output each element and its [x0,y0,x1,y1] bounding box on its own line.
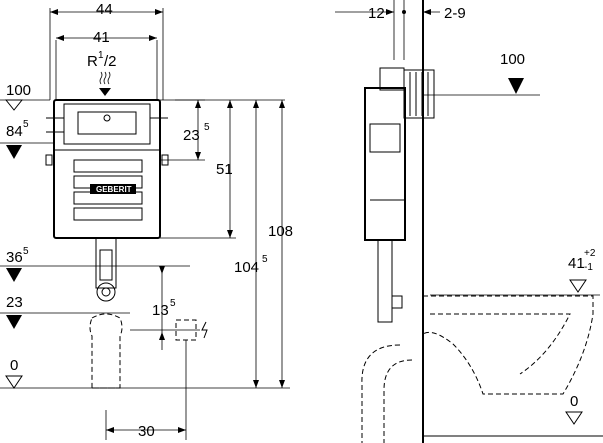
toilet-outline [422,295,594,395]
level-0-right: 0 [570,393,578,410]
connection-label: R [87,53,98,70]
water-supply-icon [99,71,111,85]
svg-text:+2: +2 [584,248,596,259]
svg-text:5: 5 [262,254,268,265]
level-100-left: 100 [6,82,31,99]
svg-text:5: 5 [23,119,29,130]
level-23: 23 [6,294,23,311]
dim-41-label: 41 [93,29,110,46]
svg-text:GEBERIT: GEBERIT [96,185,132,194]
dim-104-5: 104 [234,259,259,276]
dim-30: 30 [138,423,155,440]
svg-text:1: 1 [98,50,104,61]
side-view: 12 2-9 100 41 +2 -1 0 [335,0,603,443]
dim-13-5: 13 [152,302,169,319]
svg-text:5: 5 [170,298,176,309]
level-84: 84 [6,123,23,140]
dim-12: 12 [368,5,385,22]
svg-text:-1: -1 [584,262,593,273]
svg-text:5: 5 [23,246,29,257]
dim-51: 51 [216,161,233,178]
level-36: 36 [6,249,23,266]
dim-108: 108 [268,223,293,240]
brand-logo [90,184,136,194]
dim-23-5: 23 [183,127,200,144]
level-100-right: 100 [500,51,525,68]
cistern-side [364,87,406,241]
level-41: 41 [568,255,585,272]
svg-text:/2: /2 [104,53,117,70]
level-0-left: 0 [10,357,18,374]
front-view: 44 41 R 1 /2 GEBERIT [0,1,293,440]
svg-text:5: 5 [204,122,210,133]
dim-44-label: 44 [96,1,113,18]
dim-2-9: 2-9 [444,5,466,22]
electrical-icon [201,321,208,339]
